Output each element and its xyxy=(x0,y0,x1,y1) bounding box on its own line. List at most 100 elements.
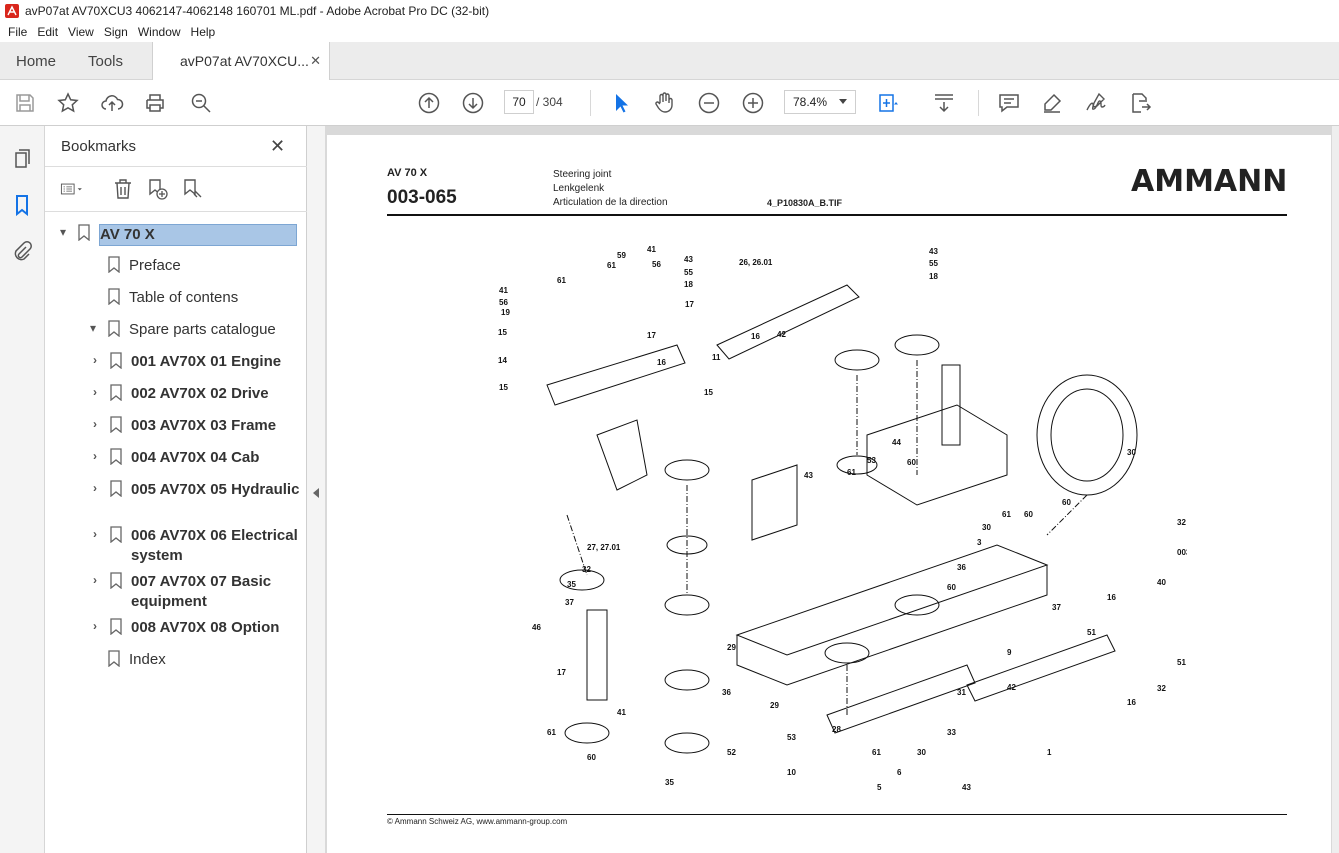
menu-file[interactable]: File xyxy=(8,25,28,39)
part-callout: 51 xyxy=(1177,658,1186,667)
expand-toggle-icon[interactable]: › xyxy=(93,573,97,587)
expand-toggle-icon[interactable]: › xyxy=(93,385,97,399)
panel-collapse-handle[interactable] xyxy=(307,126,325,853)
part-callout: 46 xyxy=(532,623,541,632)
expand-toggle-icon[interactable]: ▾ xyxy=(59,225,67,239)
bookmark-item[interactable]: ▾AV 70 X xyxy=(55,224,297,246)
zoom-level-dropdown[interactable]: 78.4% xyxy=(784,90,856,114)
bookmark-item[interactable]: ›004 AV70X 04 Cab xyxy=(87,448,301,468)
title-en: Steering joint xyxy=(553,169,612,180)
fit-page-icon[interactable] xyxy=(876,91,900,115)
part-callout: 43 xyxy=(804,471,813,480)
part-callout: 16 xyxy=(657,358,666,367)
expand-toggle-icon[interactable]: › xyxy=(93,449,97,463)
tab-tools[interactable]: Tools xyxy=(88,52,124,70)
find-bookmark-icon[interactable] xyxy=(180,177,204,201)
part-callout: 60 xyxy=(1062,498,1071,507)
zoom-search-icon[interactable] xyxy=(189,91,213,115)
expand-toggle-icon[interactable]: › xyxy=(93,417,97,431)
toolbar-divider xyxy=(590,90,591,116)
bookmark-label: Spare parts catalogue xyxy=(129,321,276,338)
part-callout: 16 xyxy=(1127,698,1136,707)
bookmark-item[interactable]: › 008 AV70X 08 Option xyxy=(87,618,301,638)
part-callout: 15 xyxy=(498,328,507,337)
bookmark-item[interactable]: ›006 AV70X 06 Electrical system xyxy=(87,526,301,566)
bookmark-label: Preface xyxy=(129,257,181,274)
tab-home[interactable]: Home xyxy=(16,52,57,70)
bookmark-flag-icon xyxy=(110,480,122,497)
bookmark-item[interactable]: ›003 AV70X 03 Frame xyxy=(87,416,301,436)
page-total-label: / 304 xyxy=(536,95,563,109)
menu-help[interactable]: Help xyxy=(190,25,216,39)
page-up-icon[interactable] xyxy=(417,91,441,115)
bookmark-item[interactable]: ›002 AV70X 02 Drive xyxy=(87,384,301,404)
disc-d xyxy=(836,455,878,475)
expand-toggle-icon[interactable]: › xyxy=(93,481,97,495)
bookmark-item[interactable]: ▾ Spare parts catalogue xyxy=(85,320,309,340)
bookmark-icon[interactable] xyxy=(11,194,33,216)
menu-edit[interactable]: Edit xyxy=(37,25,59,39)
bookmark-item[interactable]: Table of contens xyxy=(85,288,309,308)
bookmark-flag-icon xyxy=(108,320,120,337)
part-callout: 35 xyxy=(567,580,576,589)
scroll-mode-icon[interactable] xyxy=(932,91,956,115)
save-icon[interactable] xyxy=(13,91,37,115)
highlight-icon[interactable] xyxy=(1040,91,1064,115)
page-number-input[interactable]: 70 xyxy=(504,90,534,114)
document-viewer[interactable]: AV 70 X 003-065 Steering joint Lenkgelen… xyxy=(325,126,1339,853)
new-bookmark-icon[interactable] xyxy=(145,177,169,201)
attachment-icon[interactable] xyxy=(11,240,33,262)
export-icon[interactable] xyxy=(1128,91,1152,115)
hand-icon[interactable] xyxy=(652,91,676,115)
bookmark-item[interactable]: › 001 AV70X 01 Engine xyxy=(87,352,301,372)
select-arrow-icon[interactable] xyxy=(609,91,633,115)
slewing-ring xyxy=(1036,374,1138,496)
part-callout: 61 xyxy=(557,276,566,285)
bookmark-flag-icon xyxy=(110,618,122,635)
disc-10 xyxy=(664,459,710,481)
part-callout: 55 xyxy=(684,268,693,277)
zoom-out-icon[interactable] xyxy=(697,91,721,115)
sign-icon[interactable] xyxy=(1084,91,1108,115)
part-callout: 28 xyxy=(832,725,841,734)
menu-view[interactable]: View xyxy=(68,25,94,39)
delete-bookmark-icon[interactable] xyxy=(111,177,135,201)
close-panel-icon[interactable]: ✕ xyxy=(270,136,286,156)
collapse-arrow-icon xyxy=(313,488,319,498)
close-tab-icon[interactable]: ✕ xyxy=(310,53,321,68)
part-callout: 35 xyxy=(665,778,674,787)
part-callout: 41 xyxy=(617,708,626,717)
bookmark-options-icon[interactable] xyxy=(60,177,84,201)
page-down-icon[interactable] xyxy=(461,91,485,115)
bookmark-item[interactable]: Preface xyxy=(85,256,309,276)
bookmark-item[interactable]: ›007 AV70X 07 Basic equipment xyxy=(87,572,301,612)
upload-icon[interactable] xyxy=(100,91,124,115)
disc-c xyxy=(834,349,880,371)
menu-sign[interactable]: Sign xyxy=(103,25,128,39)
menu-window[interactable]: Window xyxy=(137,25,181,39)
bookmark-item[interactable]: Index xyxy=(85,650,309,670)
part-callout: 17 xyxy=(647,331,656,340)
tab-document[interactable]: avP07at AV70XCU... ✕ xyxy=(152,42,330,80)
zoom-in-icon[interactable] xyxy=(741,91,765,115)
bookmark-label: 008 AV70X 08 Option xyxy=(131,619,280,636)
bookmark-label: 001 AV70X 01 Engine xyxy=(131,353,282,370)
bookmark-label: Table of contens xyxy=(129,289,239,306)
bookmark-flag-icon xyxy=(110,352,122,369)
expand-toggle-icon[interactable]: ▾ xyxy=(89,321,97,335)
part-callout: 36 xyxy=(722,688,731,697)
disc-12 xyxy=(564,722,610,744)
header-rule xyxy=(387,214,1287,216)
vertical-scrollbar[interactable] xyxy=(1332,126,1339,853)
part-callout: 55 xyxy=(929,259,938,268)
expand-toggle-icon[interactable]: › xyxy=(93,527,97,541)
expand-toggle-icon[interactable]: › xyxy=(93,619,97,633)
bookmark-item[interactable]: ›005 AV70X 05 Hydraulic xyxy=(87,480,301,500)
print-icon[interactable] xyxy=(143,91,167,115)
pages-icon[interactable] xyxy=(11,148,33,170)
comment-icon[interactable] xyxy=(997,91,1021,115)
star-icon[interactable] xyxy=(56,91,80,115)
expand-toggle-icon[interactable]: › xyxy=(93,353,97,367)
cylinder-left xyxy=(546,344,686,406)
